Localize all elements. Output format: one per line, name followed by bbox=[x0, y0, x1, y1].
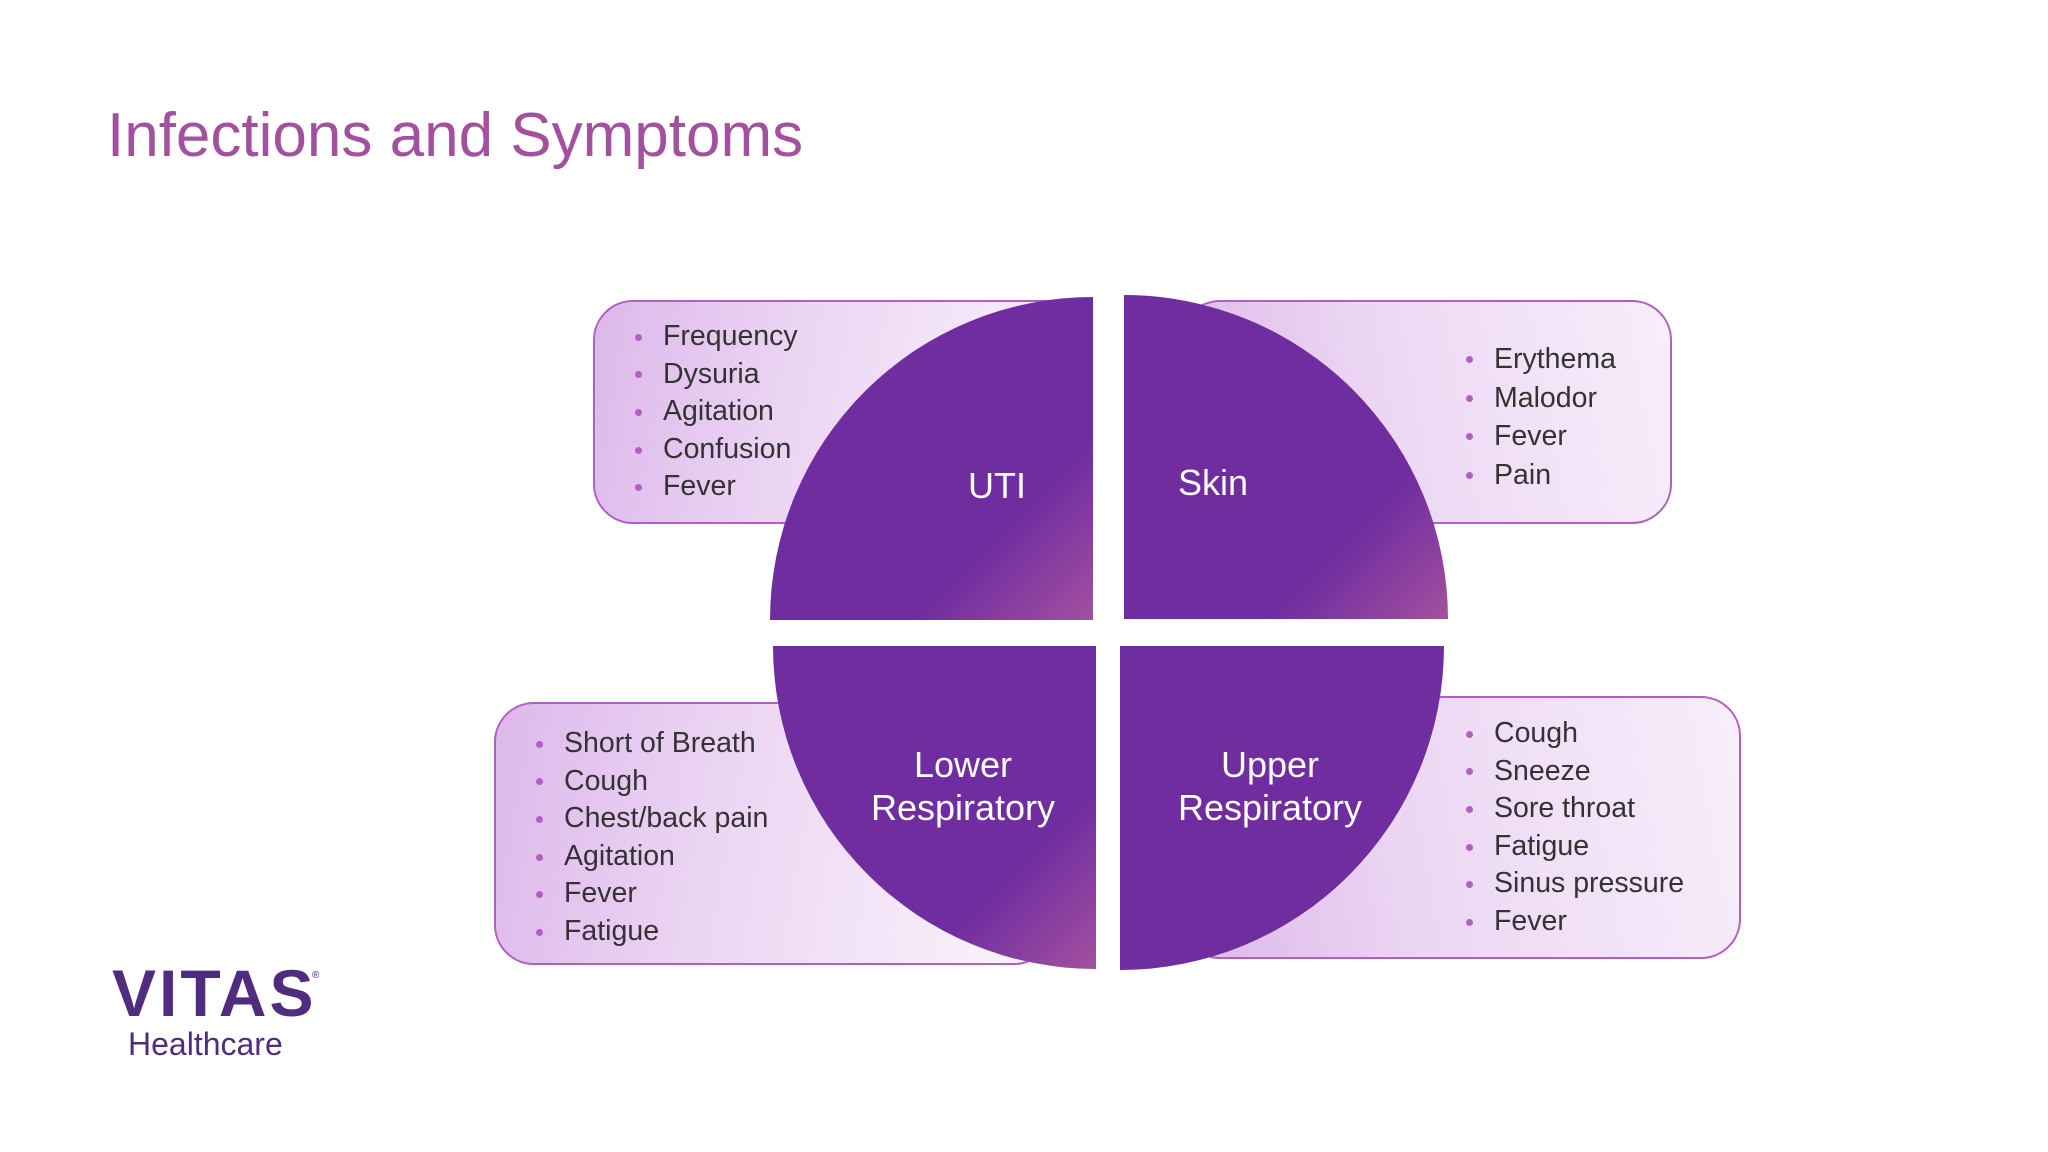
list-item: Chest/back pain bbox=[534, 800, 768, 838]
upper-respiratory-label-line-1: Upper bbox=[1221, 744, 1319, 785]
list-item: Cough bbox=[534, 763, 768, 801]
list-item: Fatigue bbox=[1464, 828, 1684, 866]
lower-respiratory-symptom-list: Short of Breath Cough Chest/back pain Ag… bbox=[534, 725, 768, 951]
list-item: Agitation bbox=[534, 838, 768, 876]
lower-respiratory-quadrant bbox=[773, 646, 1096, 969]
list-item: Sore throat bbox=[1464, 790, 1684, 828]
logo-wordmark: VITAS bbox=[112, 956, 317, 1030]
lower-respiratory-label-line-1: Lower bbox=[914, 744, 1012, 785]
list-item: Fever bbox=[534, 875, 768, 913]
list-item: Agitation bbox=[633, 393, 798, 431]
list-item: Pain bbox=[1464, 456, 1616, 495]
list-item: Dysuria bbox=[633, 356, 798, 394]
list-item: Cough bbox=[1464, 715, 1684, 753]
registered-mark: ® bbox=[312, 970, 320, 981]
list-item: Malodor bbox=[1464, 379, 1616, 418]
uti-symptom-list: Frequency Dysuria Agitation Confusion Fe… bbox=[633, 318, 798, 506]
list-item: Frequency bbox=[633, 318, 798, 356]
list-item: Short of Breath bbox=[534, 725, 768, 763]
list-item: Sneeze bbox=[1464, 753, 1684, 791]
upper-respiratory-quadrant bbox=[1120, 646, 1444, 970]
logo-subtitle: Healthcare bbox=[128, 1026, 283, 1062]
uti-label: UTI bbox=[968, 465, 1026, 506]
skin-symptom-list: Erythema Malodor Fever Pain bbox=[1464, 340, 1616, 494]
list-item: Fever bbox=[1464, 417, 1616, 456]
list-item: Fever bbox=[633, 468, 798, 506]
list-item: Sinus pressure bbox=[1464, 865, 1684, 903]
lower-respiratory-label-line-2: Respiratory bbox=[871, 787, 1055, 828]
uti-quadrant bbox=[770, 297, 1093, 620]
list-item: Fever bbox=[1464, 903, 1684, 941]
list-item: Confusion bbox=[633, 431, 798, 469]
upper-respiratory-symptom-list: Cough Sneeze Sore throat Fatigue Sinus p… bbox=[1464, 715, 1684, 941]
skin-quadrant bbox=[1124, 295, 1448, 619]
upper-respiratory-label-line-2: Respiratory bbox=[1178, 787, 1362, 828]
list-item: Fatigue bbox=[534, 913, 768, 951]
list-item: Erythema bbox=[1464, 340, 1616, 379]
slide-title: Infections and Symptoms bbox=[107, 101, 804, 170]
skin-label: Skin bbox=[1178, 462, 1248, 503]
vitas-healthcare-logo: VITAS ® Healthcare bbox=[112, 960, 322, 1062]
